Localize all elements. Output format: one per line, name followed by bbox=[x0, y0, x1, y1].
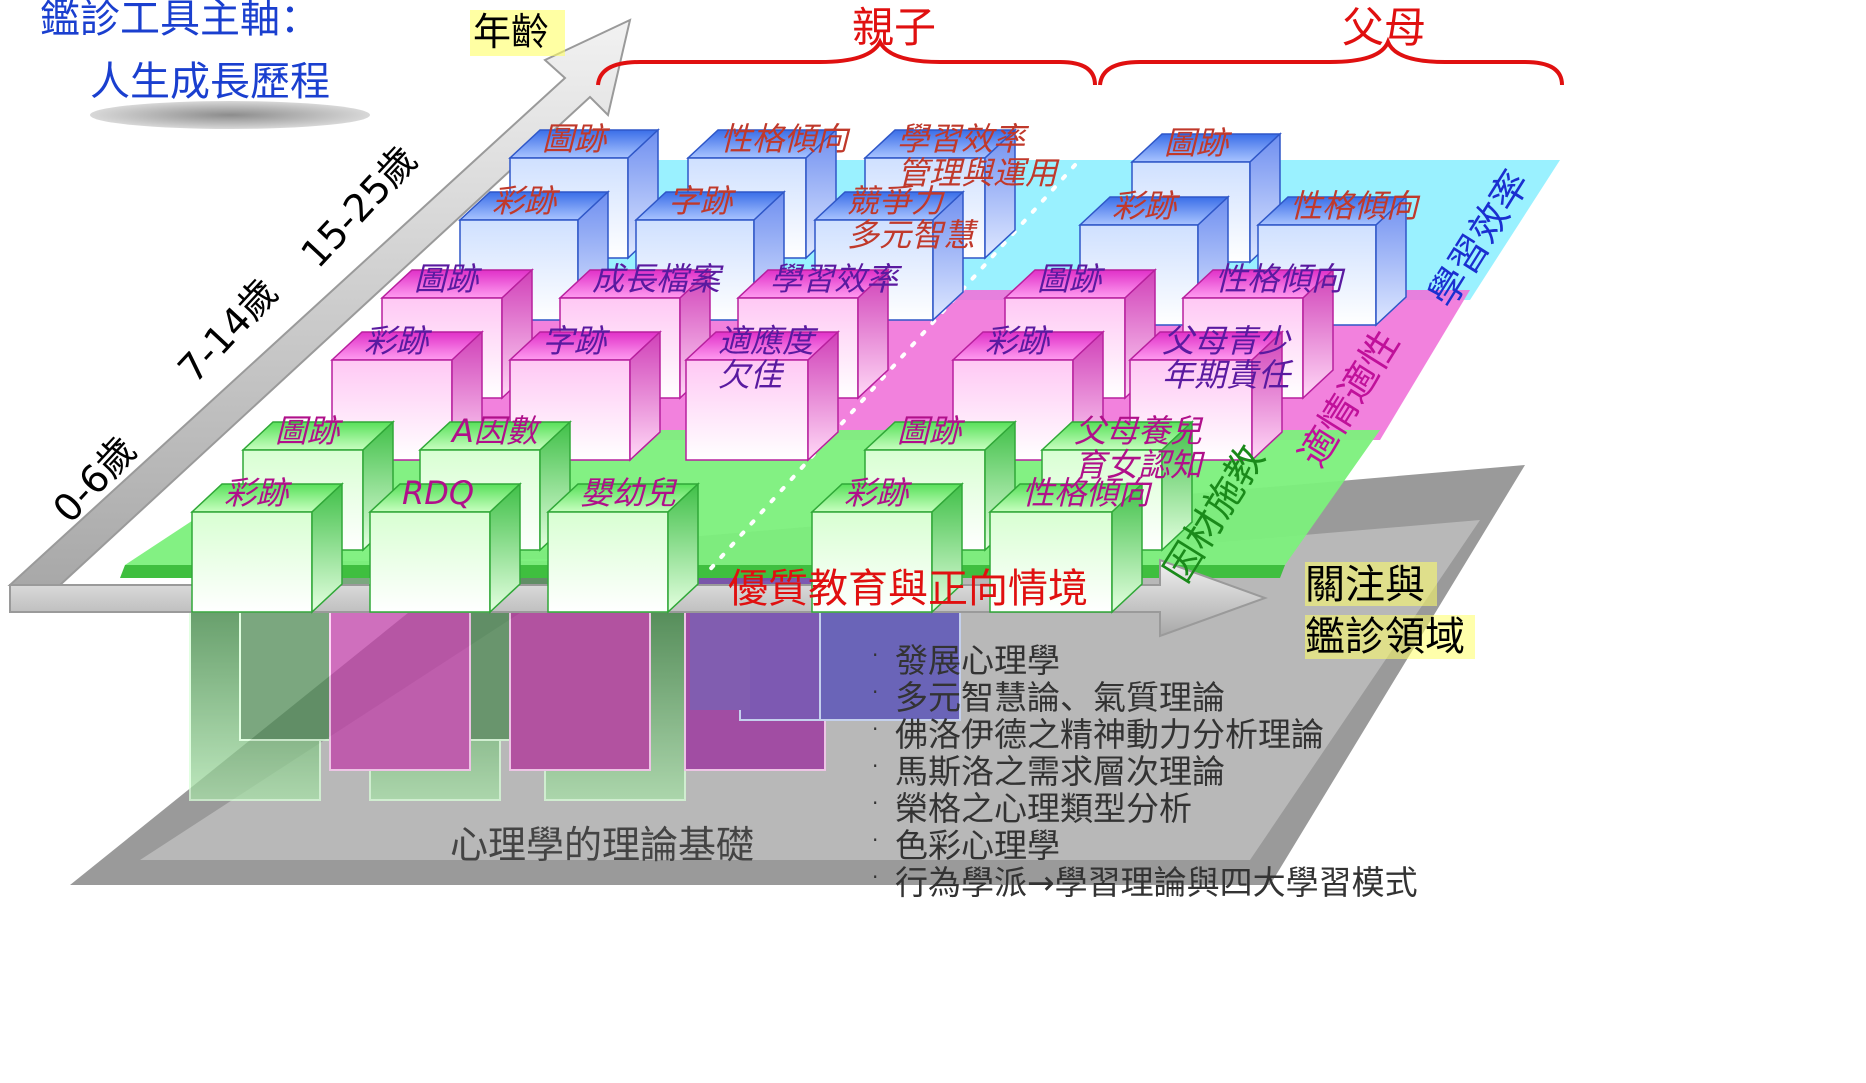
focus-label-line2: 鑑診領域 bbox=[1305, 614, 1465, 660]
cube-label: 年期責任 bbox=[1162, 356, 1294, 394]
cube-label: 彩跡 bbox=[1112, 187, 1181, 225]
cube-label: 字跡 bbox=[668, 182, 737, 220]
age-axis-arrow bbox=[7, 18, 632, 586]
cube-front-face bbox=[191, 511, 313, 613]
cube-label: 成長檔案 bbox=[592, 260, 724, 298]
theory-item: 行為學派→學習理論與四大學習模式 bbox=[895, 863, 1418, 902]
divider-dotted-line bbox=[703, 163, 1077, 577]
cube-side-face bbox=[489, 482, 521, 614]
theory-item: 榮格之心理類型分析 bbox=[895, 789, 1192, 828]
cube-front-face bbox=[547, 511, 669, 613]
cube-green-8: 性格傾向 bbox=[988, 474, 1153, 614]
cube-side-face bbox=[1251, 330, 1283, 462]
focus-label-highlight-2 bbox=[1305, 615, 1475, 659]
cube-label: 圖跡 bbox=[1164, 124, 1233, 162]
cube-front-face bbox=[369, 511, 491, 613]
cube-side-face bbox=[667, 482, 699, 614]
cube-side-face bbox=[807, 330, 839, 462]
cube-pink-7: 性格傾向 bbox=[1181, 260, 1346, 400]
bullet-dot: · bbox=[872, 717, 878, 741]
cube-side-face bbox=[629, 330, 661, 462]
bullet-dot: · bbox=[872, 680, 878, 704]
cube-label: 管理與運用 bbox=[897, 154, 1060, 192]
bullet-dot: · bbox=[872, 754, 878, 778]
cube-label: 育女認知 bbox=[1074, 446, 1206, 484]
focus-label-highlight-1 bbox=[1305, 562, 1437, 606]
cube-side-face bbox=[1111, 482, 1143, 614]
cube-label: 父母養兒 bbox=[1074, 412, 1204, 450]
bullet-dot: · bbox=[872, 828, 878, 852]
brace-child-label: 親子 bbox=[852, 3, 936, 52]
cube-label: 彩跡 bbox=[844, 474, 913, 512]
cube-label: 欠佳 bbox=[718, 356, 785, 394]
cube-side-face bbox=[984, 128, 1016, 260]
theory-list: · 發展心理學 · 多元智慧論、氣質理論 · 佛洛伊德之精神動力分析理論 · 馬斯洛之需求層次… bbox=[872, 641, 1418, 902]
cube-label: 競爭力 bbox=[847, 182, 946, 220]
cube-label: 性格傾向 bbox=[720, 120, 851, 158]
cube-label: 父母青少 bbox=[1162, 322, 1292, 360]
bullet-dot: · bbox=[872, 643, 878, 667]
title-line1: 鑑診工具主軸： bbox=[40, 0, 320, 42]
cube-label: 圖跡 bbox=[1037, 260, 1106, 298]
cube-side-face bbox=[857, 268, 889, 400]
cube-label: 性格傾向 bbox=[1215, 260, 1346, 298]
focus-label-line1: 關注與 bbox=[1305, 562, 1425, 608]
cube-green-2: 彩跡 bbox=[190, 474, 344, 614]
cube-label: 學習效率 bbox=[770, 260, 903, 298]
cube-label: 性格傾向 bbox=[1290, 187, 1421, 225]
cube-label: 性格傾向 bbox=[1022, 474, 1153, 512]
cube-green-3: RDQ bbox=[368, 474, 522, 614]
foundation-label: 心理學的理論基礎 bbox=[450, 823, 754, 867]
bullet-dot: · bbox=[872, 865, 878, 889]
cube-label: 彩跡 bbox=[492, 182, 561, 220]
cube-label: 字跡 bbox=[542, 322, 611, 360]
cube-label: A因數 bbox=[450, 412, 542, 450]
bullet-dot: · bbox=[872, 791, 878, 815]
cube-label: RDQ bbox=[402, 474, 474, 512]
cube-side-face bbox=[1302, 268, 1334, 400]
cube-label: 圖跡 bbox=[275, 412, 344, 450]
cube-side-face bbox=[1375, 195, 1407, 327]
cube-label: 圖跡 bbox=[542, 120, 611, 158]
cube-label: 彩跡 bbox=[224, 474, 293, 512]
theory-item: 馬斯洛之需求層次理論 bbox=[895, 752, 1225, 791]
brace-parent-label: 父母 bbox=[1342, 3, 1426, 52]
cube-side-face bbox=[311, 482, 343, 614]
cube-side-face bbox=[1161, 420, 1193, 552]
cube-label: 彩跡 bbox=[364, 322, 433, 360]
title-shadow bbox=[90, 101, 370, 129]
underground-pillars bbox=[189, 559, 961, 801]
cube-layer: 圖跡性格傾向學習效率管理與運用彩跡字跡競爭力多元智慧圖跡彩跡性格傾向圖跡成長檔案… bbox=[190, 120, 1421, 614]
cube-label: 適應度 bbox=[718, 322, 819, 360]
cube-label: 學習效率 bbox=[897, 120, 1030, 158]
cube-label: 彩跡 bbox=[985, 322, 1054, 360]
cube-green-7: 彩跡 bbox=[810, 474, 964, 614]
cube-side-face bbox=[932, 190, 964, 322]
cube-label: 圖跡 bbox=[414, 260, 483, 298]
theory-item: 色彩心理學 bbox=[895, 826, 1060, 865]
brace-child bbox=[596, 37, 1097, 86]
brace-parent bbox=[1098, 36, 1564, 86]
cube-label: 多元智慧 bbox=[847, 216, 979, 254]
theory-item: 佛洛伊德之精神動力分析理論 bbox=[895, 715, 1324, 754]
cube-label: 圖跡 bbox=[897, 412, 966, 450]
age-label-highlight bbox=[470, 10, 565, 56]
theory-item: 多元智慧論、氣質理論 bbox=[895, 678, 1225, 717]
cube-label: 嬰幼兒 bbox=[580, 474, 678, 512]
cube-green-4: 嬰幼兒 bbox=[546, 474, 700, 614]
base-label: 優質教育與正向情境 bbox=[728, 566, 1088, 612]
age-axis-label: 年齡 bbox=[473, 10, 549, 54]
title-line2: 人生成長歷程 bbox=[90, 59, 330, 105]
cube-side-face bbox=[931, 482, 963, 614]
theory-item: 發展心理學 bbox=[895, 641, 1060, 680]
